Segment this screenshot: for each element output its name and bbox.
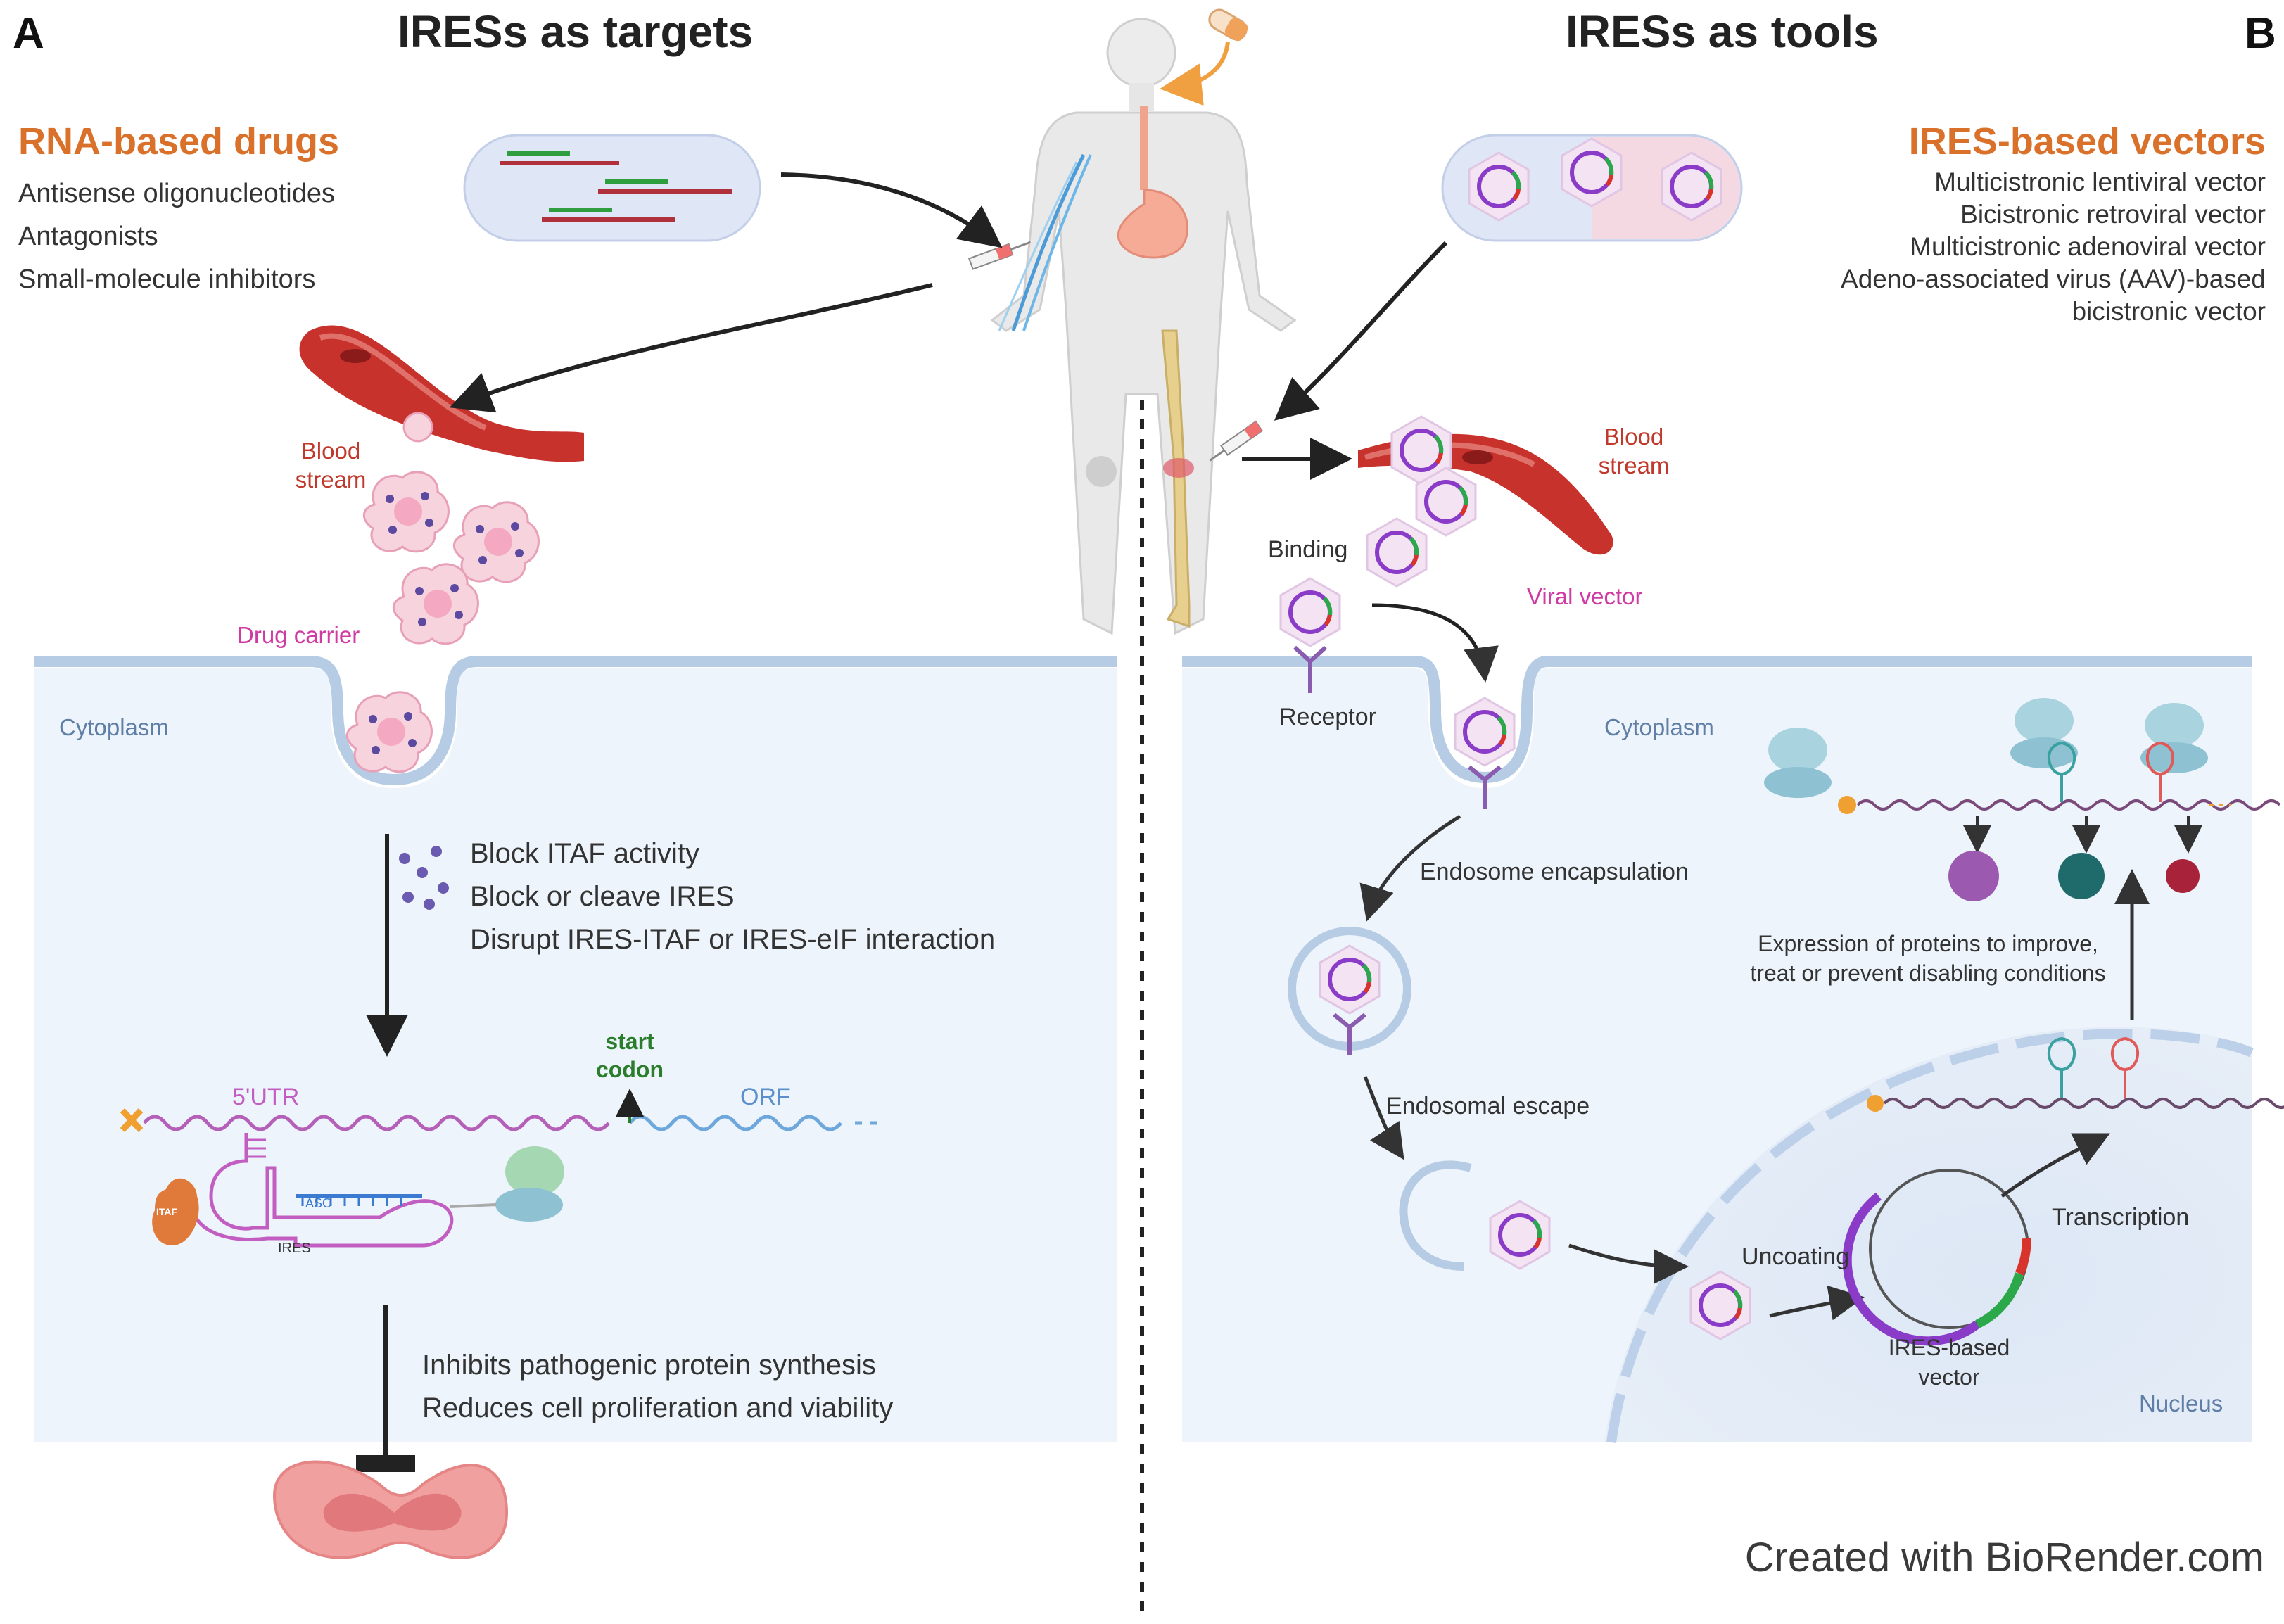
transcription-label: Transcription [2052, 1204, 2190, 1231]
rna-drugs-list: Antisense oligonucleotides Antagonists S… [18, 172, 335, 301]
utr-label: 5'UTR [232, 1084, 300, 1110]
list-item: Block ITAF activity [470, 838, 699, 869]
ires-label: IRES [278, 1241, 311, 1256]
human-figure [967, 8, 1297, 635]
list-item: bicistronic vector [2072, 297, 2266, 326]
mechanism-list: Block ITAF activity Block or cleave IRES… [470, 832, 995, 961]
blood-stream-label-a: Blood stream [295, 438, 367, 493]
panel-a-letter: A [13, 9, 44, 58]
start-codon-label: start codon [596, 1029, 664, 1082]
blood-stream-label-b: Blood stream [1598, 424, 1670, 478]
list-item: Adeno-associated virus (AAV)-based [1841, 265, 2266, 293]
panel-a-title: IRESs as targets [398, 6, 754, 57]
list-item: Antagonists [18, 222, 158, 251]
list-item: Multicistronic lentiviral vector [1934, 167, 2266, 196]
list-item: Bicistronic retroviral vector [1960, 200, 2266, 229]
list-item: Reduces cell proliferation and viability [422, 1393, 894, 1423]
binding-label: Binding [1268, 536, 1348, 563]
itaf-label: ITAF [156, 1206, 178, 1217]
ires-vectors-heading: IRES-based vectors [1908, 120, 2266, 163]
list-item: Disrupt IRES-ITAF or IRES-eIF interactio… [470, 924, 996, 955]
viral-vector-label: Viral vector [1527, 583, 1643, 609]
list-item: Multicistronic adenoviral vector [1910, 232, 2266, 261]
escape-label: Endosomal escape [1386, 1093, 1590, 1119]
outcome-list: Inhibits pathogenic protein synthesis Re… [422, 1344, 893, 1430]
list-item: Block or cleave IRES [470, 881, 735, 912]
rna-drugs-heading: RNA-based drugs [18, 120, 340, 163]
receptor-label: Receptor [1279, 704, 1376, 730]
uncoating-label: Uncoating [1741, 1243, 1850, 1270]
ires-vectors-list: Multicistronic lentiviral vector Bicistr… [1841, 166, 2266, 328]
expression-label: Expression of proteins to improve, treat… [1750, 931, 2106, 986]
aso-label: ASO [305, 1196, 333, 1210]
cap-x-icon [120, 1108, 144, 1133]
panel-b-title: IRESs as tools [1566, 6, 1879, 57]
list-item: Inhibits pathogenic protein synthesis [422, 1350, 876, 1381]
credit-text: Created with BioRender.com [1744, 1535, 2264, 1580]
panel-b-letter: B [2245, 9, 2276, 58]
cytoplasm-label-a: Cytoplasm [59, 714, 169, 740]
orf-label: ORF [740, 1084, 791, 1110]
cytoplasm-label-b: Cytoplasm [1604, 714, 1714, 740]
endosome-label: Endosome encapsulation [1420, 858, 1689, 885]
drug-carrier-label: Drug carrier [237, 622, 360, 648]
list-item: Antisense oligonucleotides [18, 179, 335, 208]
list-item: Small-molecule inhibitors [18, 265, 316, 294]
ires-vector-label: IRES-based vector [1888, 1335, 2010, 1390]
nucleus-label: Nucleus [2139, 1390, 2223, 1416]
